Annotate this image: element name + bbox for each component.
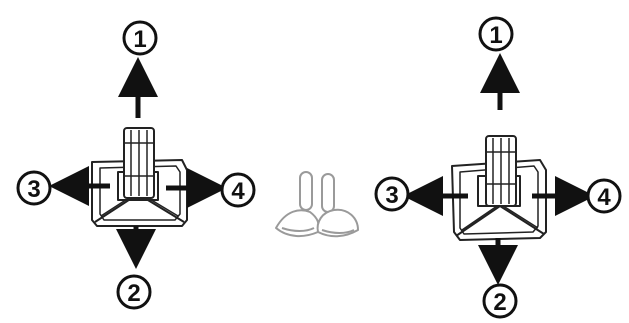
left-callout-4: 4 <box>220 172 256 208</box>
right-callout-3: 3 <box>374 176 410 212</box>
left-callout-3: 3 <box>16 170 52 206</box>
left-callout-1: 1 <box>122 20 158 56</box>
right-callout-4: 4 <box>586 178 622 214</box>
svg-text:3: 3 <box>27 176 40 203</box>
left-diagram: 1 2 3 4 <box>16 20 256 310</box>
right-arrows <box>403 53 595 285</box>
right-diagram: 1 2 3 4 <box>374 16 622 319</box>
svg-text:1: 1 <box>133 26 146 53</box>
right-callout-1: 1 <box>478 16 514 52</box>
svg-text:4: 4 <box>231 178 245 205</box>
left-arrows <box>49 57 227 269</box>
center-pin-parts <box>275 171 359 238</box>
svg-text:4: 4 <box>597 184 611 211</box>
svg-text:2: 2 <box>493 289 506 316</box>
left-shaft <box>123 127 155 199</box>
svg-text:3: 3 <box>385 182 398 209</box>
svg-text:2: 2 <box>127 280 140 307</box>
svg-text:1: 1 <box>489 22 502 49</box>
pin-right <box>316 173 359 238</box>
pin-left <box>275 171 320 238</box>
right-callout-2: 2 <box>482 283 518 319</box>
right-shaft <box>485 135 517 207</box>
left-callout-2: 2 <box>116 274 152 310</box>
